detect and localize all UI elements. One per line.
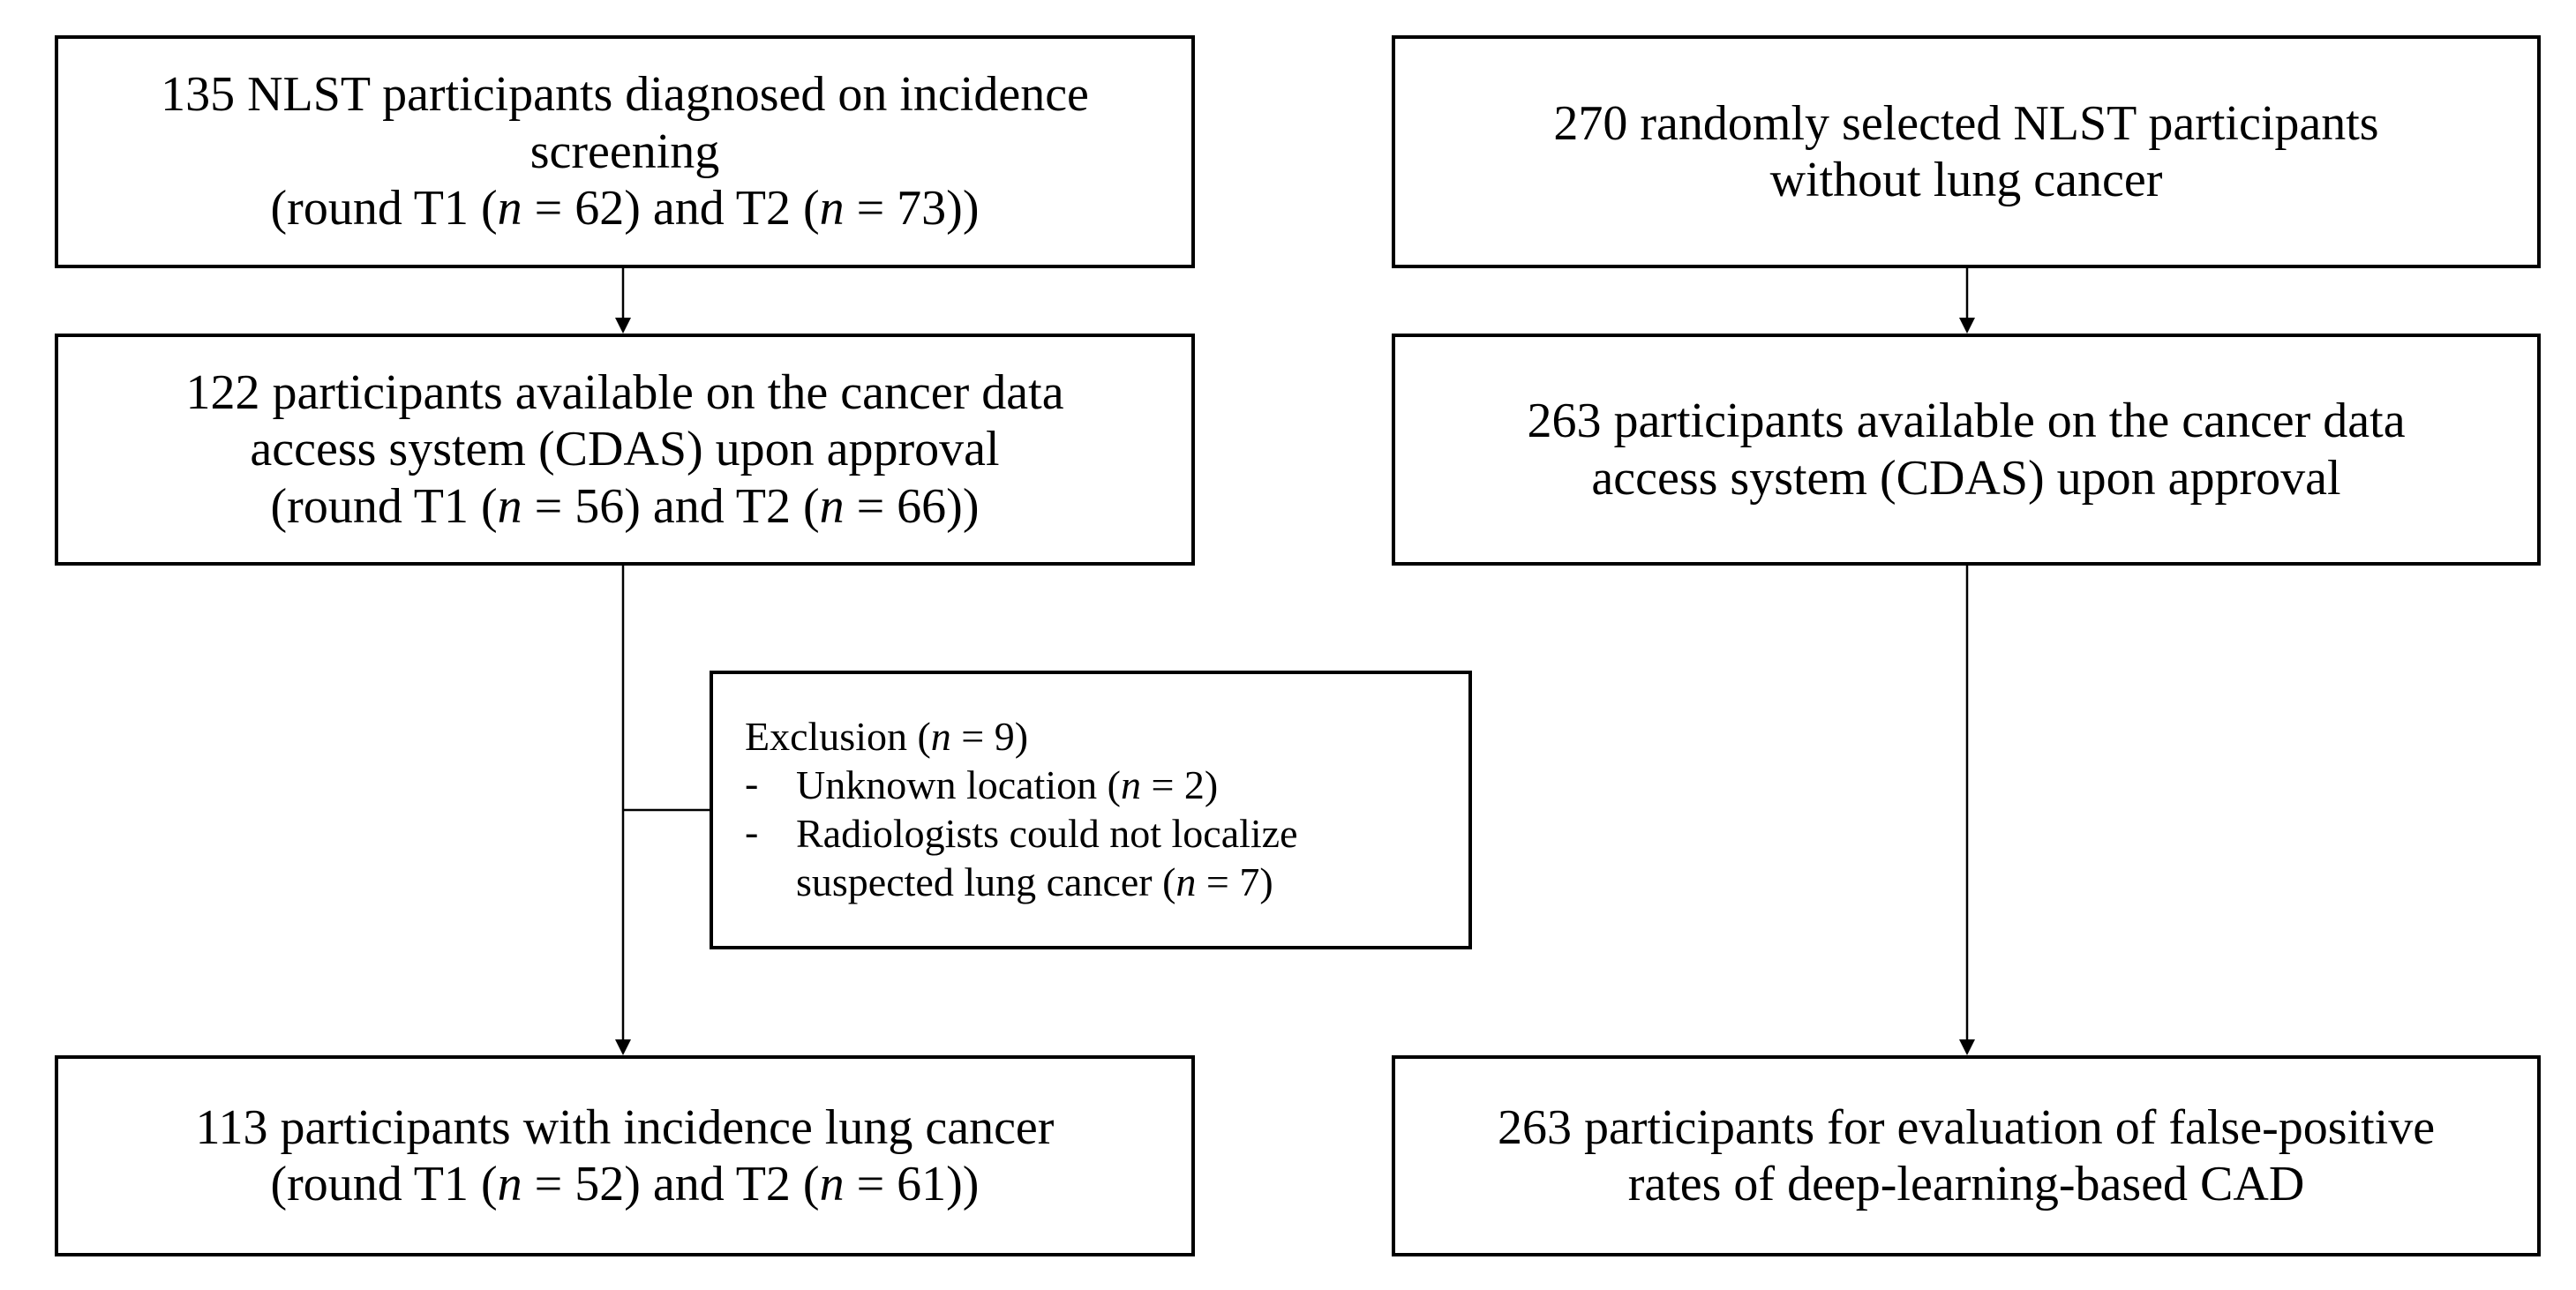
left-box3-line1: 113 participants with incidence lung can…: [195, 1099, 1055, 1155]
exclusion-item2-line2: suspected lung cancer (n = 7): [796, 859, 1273, 905]
right-box2-line1: 263 participants available on the cancer…: [1527, 394, 2406, 449]
right-box3-line1: 263 participants for evaluation of false…: [1497, 1099, 2436, 1155]
right-box-cdas-available: 263 participants available on the cancer…: [1392, 334, 2541, 566]
right-box1-line1: 270 randomly selected NLST participants: [1553, 95, 2379, 151]
right-box-randomly-selected: 270 randomly selected NLST participants …: [1392, 35, 2541, 268]
left-box-cdas-available: 122 participants available on the cancer…: [55, 334, 1195, 566]
left-box1-line1: 135 NLST participants diagnosed on incid…: [161, 67, 1089, 123]
left-box2-line3: (round T1 (n = 56) and T2 (n = 66)): [270, 478, 980, 534]
exclusion-item-unknown-location: - Unknown location (n = 2): [745, 761, 1298, 809]
arrowhead-right-box3: [1959, 1039, 1975, 1055]
left-box-incidence-screening: 135 NLST participants diagnosed on incid…: [55, 35, 1195, 268]
right-box3-line2: rates of deep-learning-based CAD: [1627, 1157, 2305, 1211]
left-box2-line1: 122 participants available on the cancer…: [185, 364, 1064, 420]
exclusion-box: Exclusion (n = 9) - Unknown location (n …: [710, 671, 1472, 949]
left-box1-line2: screening: [529, 124, 720, 179]
left-box1-line3: (round T1 (n = 62) and T2 (n = 73)): [270, 181, 980, 236]
arrowhead-right-box2: [1959, 318, 1975, 334]
arrowhead-left-box3: [615, 1039, 631, 1055]
exclusion-item1-line1: Unknown location (n = 2): [796, 761, 1219, 807]
right-box1-line2: without lung cancer: [1769, 153, 2163, 207]
exclusion-item-dash: -: [745, 808, 759, 854]
left-box2-line2: access system (CDAS) upon approval: [250, 422, 1000, 477]
left-box-incidence-lung-cancer: 113 participants with incidence lung can…: [55, 1055, 1195, 1256]
exclusion-item-dash: -: [745, 760, 759, 806]
exclusion-title: Exclusion (n = 9): [745, 713, 1029, 759]
right-box2-line2: access system (CDAS) upon approval: [1591, 450, 2341, 506]
right-box-false-positive-evaluation: 263 participants for evaluation of false…: [1392, 1055, 2541, 1256]
exclusion-item-not-localized: - Radiologists could not localize suspec…: [745, 809, 1298, 906]
left-box3-line2: (round T1 (n = 52) and T2 (n = 61)): [270, 1157, 980, 1211]
arrowhead-left-box2: [615, 318, 631, 334]
exclusion-item2-line1: Radiologists could not localize: [796, 810, 1298, 856]
